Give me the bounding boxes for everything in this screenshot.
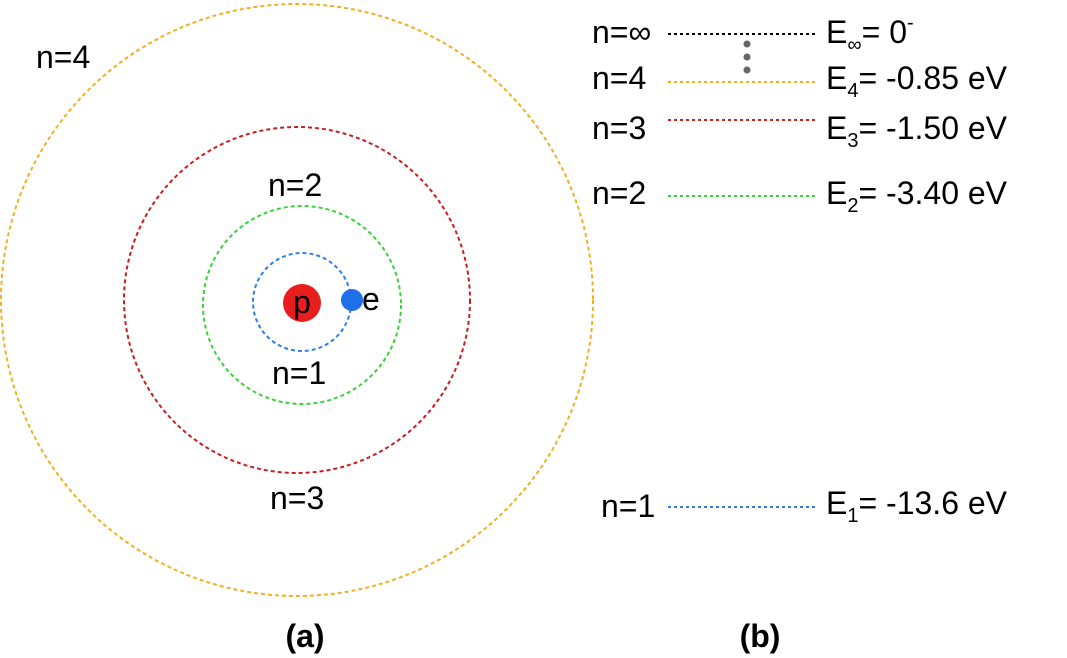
- orbit-label-n2: n=2: [268, 167, 322, 203]
- energy-value-e3: E3= -1.50 eV: [826, 110, 1008, 152]
- energy-level-ninf: n=∞ E∞= 0-: [592, 12, 914, 56]
- energy-level-n1: n=1 E1= -13.6 eV: [601, 485, 1008, 527]
- orbit-n2: [202, 205, 402, 405]
- ellipsis-dot: [743, 40, 751, 48]
- panel-a: p e n=4 n=2 n=1 n=3 (a): [0, 3, 594, 654]
- level-label-ninf: n=∞: [592, 14, 651, 50]
- electron-label: e: [362, 281, 380, 317]
- ellipsis-dot: [743, 66, 751, 74]
- orbit-n4: [0, 3, 594, 597]
- level-ellipsis: [743, 40, 751, 74]
- caption-b: (b): [740, 618, 781, 654]
- panel-b: n=∞ E∞= 0- n=4 E4= -0.85 eV n=3 E3= -1.5…: [592, 12, 1008, 654]
- energy-value-inf: E∞= 0-: [826, 12, 914, 56]
- proton-label: p: [293, 284, 311, 320]
- energy-level-n2: n=2 E2= -3.40 eV: [592, 175, 1008, 217]
- orbit-label-n4: n=4: [36, 39, 90, 75]
- energy-level-n3: n=3 E3= -1.50 eV: [592, 110, 1008, 152]
- level-label-n1: n=1: [601, 488, 655, 524]
- level-label-n3: n=3: [592, 110, 646, 146]
- level-label-n2: n=2: [592, 175, 646, 211]
- orbit-n3: [123, 126, 471, 474]
- proton-nucleus: [283, 284, 321, 322]
- orbit-label-n3: n=3: [270, 480, 324, 516]
- energy-value-e1: E1= -13.6 eV: [826, 485, 1008, 527]
- level-label-n4: n=4: [592, 60, 646, 96]
- energy-value-e4: E4= -0.85 eV: [826, 60, 1008, 102]
- orbit-label-n1: n=1: [272, 355, 326, 391]
- ellipsis-dot: [743, 53, 751, 61]
- energy-level-n4: n=4 E4= -0.85 eV: [592, 60, 1008, 102]
- electron: [341, 289, 363, 311]
- caption-a: (a): [285, 618, 324, 654]
- energy-value-e2: E2= -3.40 eV: [826, 175, 1008, 217]
